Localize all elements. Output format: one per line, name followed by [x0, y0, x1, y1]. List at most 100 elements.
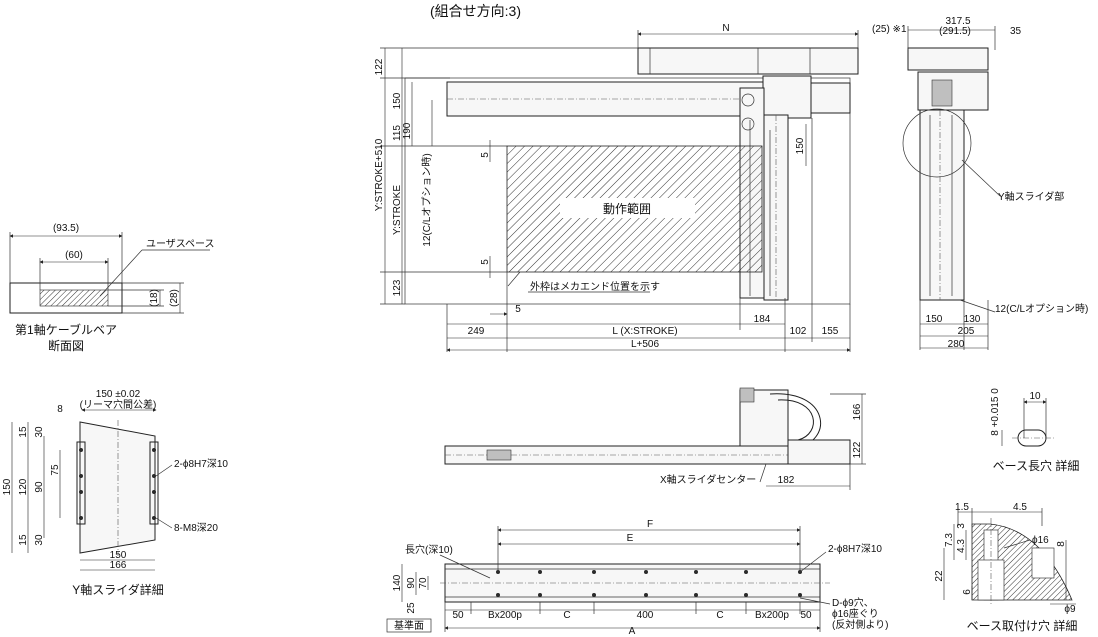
- ys-w166: 166: [110, 560, 127, 571]
- ys-ream: (リーマ穴間公差): [80, 398, 157, 411]
- hole-8: 8: [1056, 541, 1067, 547]
- bottom-e: E: [627, 533, 634, 544]
- front-center: X軸スライダセンター: [660, 473, 756, 486]
- hole-7-3: 7.3: [944, 533, 955, 547]
- side-cl-option: 12(C/Lオプション時): [995, 303, 1088, 315]
- cable-93: (93.5): [53, 223, 79, 234]
- cable-28: (28): [169, 289, 180, 307]
- dim-150: 150: [392, 92, 403, 109]
- dim-stroke-y: Y:STROKE: [392, 185, 403, 235]
- ys-30a: 30: [34, 426, 45, 438]
- ys-caption: Y軸スライダ詳細: [72, 582, 164, 597]
- dim-190: 190: [402, 122, 413, 139]
- main-top-view: 動作範囲 122 Y:STROKE+510 Y:STROKE 150 115 1…: [374, 23, 859, 352]
- dim-5c: 5: [515, 304, 521, 315]
- dim-102: 102: [790, 326, 807, 337]
- bottom-pin: 2-ϕ8H7深10: [828, 543, 882, 555]
- cable-18: (18): [149, 289, 160, 307]
- bottom-holes: [496, 570, 802, 597]
- dim-5a: 5: [480, 152, 491, 158]
- bottom-view: F E 長穴(深10) 2-ϕ8H7深10 140 90 70 25 50 Bx…: [386, 519, 888, 637]
- hole-4-3: 4.3: [956, 539, 967, 553]
- bottom-25: 25: [406, 602, 417, 614]
- side-35: 35: [1010, 26, 1022, 37]
- ys-15b: 15: [18, 534, 29, 546]
- dim-184: 184: [754, 314, 771, 325]
- ys-90: 90: [34, 481, 45, 493]
- side-150: 150: [926, 314, 943, 325]
- ys-150-tol: 150 ±0.02: [96, 389, 141, 400]
- dim-l-stroke: L (X:STROKE): [612, 326, 677, 337]
- cable-caption-1: 第1軸ケーブルベア: [15, 322, 117, 337]
- dim-5b: 5: [480, 259, 491, 265]
- slot-caption: ベース長穴 詳細: [993, 458, 1080, 473]
- dim-249: 249: [468, 326, 485, 337]
- bottom-slot: 長穴(深10): [405, 543, 453, 556]
- outer-frame: [404, 77, 851, 305]
- side-130: 130: [964, 314, 981, 325]
- slider-detail-circle: [902, 108, 972, 178]
- drawing-title: (組合せ方向:3): [430, 3, 521, 19]
- hole-16: ϕ16: [1032, 535, 1049, 546]
- dim-122: 122: [374, 58, 385, 75]
- bottom-hole2: ϕ16座ぐり: [832, 607, 879, 620]
- hole-4-5: 4.5: [1013, 502, 1027, 513]
- y-slider-detail: 150 ±0.02 (リーマ穴間公差) 8 15 30 75 120 90 15…: [2, 389, 228, 597]
- ys-30b: 30: [34, 534, 45, 546]
- side-291: (291.5): [939, 26, 971, 37]
- dim-l506: L+506: [631, 339, 660, 350]
- cable-caption-2: 断面図: [48, 338, 84, 353]
- operating-range-label: 動作範囲: [603, 201, 651, 216]
- bottom-f: F: [647, 519, 653, 530]
- bottom-50b: 50: [800, 610, 812, 621]
- slot-10: 10: [1029, 391, 1041, 402]
- top-beam: [637, 47, 859, 75]
- front-182: 182: [778, 475, 795, 486]
- side-205: 205: [958, 326, 975, 337]
- hole-3: 3: [956, 523, 967, 529]
- bottom-140: 140: [392, 574, 403, 591]
- bottom-c1: C: [563, 610, 570, 621]
- hole-1-5: 1.5: [955, 502, 969, 513]
- ys-pin: 2-ϕ8H7深10: [174, 458, 228, 470]
- bottom-50a: 50: [452, 610, 464, 621]
- hole-22: 22: [934, 570, 945, 582]
- front-view: 166 122 X軸スライダセンター 182: [444, 387, 866, 490]
- bottom-hole3: (反対側より): [832, 618, 888, 631]
- bottom-hole1: D-ϕ9穴、: [832, 596, 874, 609]
- side-25: (25) ※1: [872, 24, 907, 35]
- front-122: 122: [852, 441, 863, 458]
- dim-cl-option: 12(C/Lオプション時): [421, 153, 433, 246]
- side-view: Y軸スライダ部 (25) ※1 317.5 (291.5) 35 12(C/Lオ…: [872, 16, 1088, 350]
- dim-115: 115: [392, 125, 403, 141]
- ys-8: 8: [57, 404, 63, 415]
- bottom-bx2: Bx200p: [755, 610, 789, 621]
- side-slider-label: Y軸スライダ部: [998, 190, 1064, 203]
- bottom-a: A: [629, 626, 636, 637]
- bottom-base: 基準面: [394, 619, 424, 632]
- hole-6: 6: [962, 589, 973, 595]
- dim-123: 123: [392, 279, 403, 296]
- dim-stroke-total: Y:STROKE+510: [374, 138, 385, 211]
- mount-hole-detail: 1.5 4.5 7.3 4.3 3 ϕ16 22 6 8 ϕ9 ベース取付け穴 …: [934, 502, 1077, 633]
- ys-75: 75: [50, 464, 61, 476]
- bottom-90: 90: [406, 577, 417, 589]
- frame-note: 外枠はメカエンド位置を示す: [530, 280, 660, 293]
- side-317: 317.5: [945, 16, 970, 27]
- slot-tol: 8 +0.015 0: [990, 388, 1001, 436]
- ys-15a: 15: [18, 426, 29, 438]
- bottom-bx1: Bx200p: [488, 610, 522, 621]
- front-166: 166: [852, 403, 863, 420]
- ys-w150: 150: [110, 550, 127, 561]
- bottom-400: 400: [637, 610, 654, 621]
- ys-120: 120: [18, 478, 29, 495]
- slot-detail: 10 8 +0.015 0 ベース長穴 詳細: [990, 388, 1079, 473]
- cable-60: (60): [65, 250, 83, 261]
- bottom-c2: C: [716, 610, 723, 621]
- dim-155: 155: [822, 326, 839, 337]
- dim-n: N: [722, 23, 729, 34]
- ys-150: 150: [2, 478, 13, 495]
- hole-caption: ベース取付け穴 詳細: [967, 618, 1078, 633]
- bottom-70: 70: [418, 577, 429, 589]
